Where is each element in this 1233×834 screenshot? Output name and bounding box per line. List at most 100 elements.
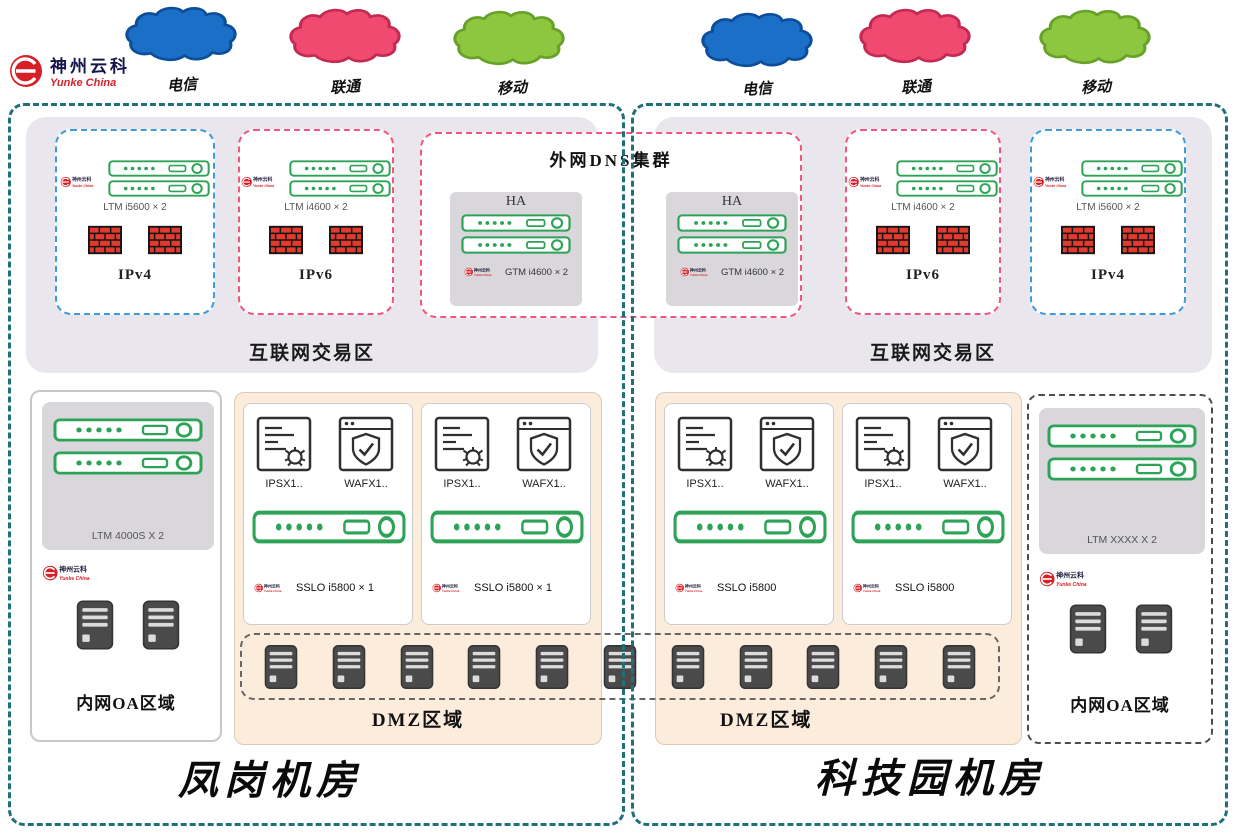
svg-text:Yunke China: Yunke China xyxy=(253,184,274,188)
svg-text:Yunke China: Yunke China xyxy=(59,576,90,582)
firewall-icon xyxy=(876,225,910,255)
waf-icon xyxy=(338,416,394,472)
load-balancer-icon xyxy=(1047,457,1197,481)
sslo-model-label: SSLO i5800 xyxy=(895,582,955,594)
ha-label: HA xyxy=(721,194,743,209)
server-icon xyxy=(535,644,569,690)
server-icon xyxy=(942,644,976,690)
cloud-unicom-right-icon xyxy=(858,8,974,68)
cloud-unicom-left-icon xyxy=(288,8,404,68)
isp-label-telecom-right: 电信 xyxy=(741,80,773,100)
ip-zone-label: IPv6 xyxy=(906,267,940,283)
ltm-panel: LTM XXXX X 2 xyxy=(1039,408,1205,554)
waf-label: WAFX1.. xyxy=(765,478,809,490)
device-model-label: LTM i5600 × 2 xyxy=(103,202,167,213)
ips-label: IPSX1.. xyxy=(443,478,481,490)
server-icon xyxy=(142,598,180,652)
svg-text:神州云科: 神州云科 xyxy=(474,266,490,272)
datacenter-left-name: 凤岗机房 xyxy=(178,758,362,803)
waf-icon xyxy=(759,416,815,472)
firewall-pair xyxy=(1061,225,1155,255)
server-icon xyxy=(332,644,366,690)
sslo-appliance-icon xyxy=(252,510,406,544)
firewall-icon xyxy=(1061,225,1095,255)
sslo-appliance-icon xyxy=(673,510,827,544)
ips-icon xyxy=(256,416,312,472)
server-icon xyxy=(1069,602,1107,656)
firewall-pair xyxy=(88,225,182,255)
server-icon xyxy=(874,644,908,690)
ltm-panel: LTM 4000S X 2 xyxy=(42,402,214,550)
server-icon xyxy=(603,644,637,690)
waf-label: WAFX1.. xyxy=(943,478,987,490)
load-balancer-icon xyxy=(1081,180,1183,197)
svg-text:Yunke China: Yunke China xyxy=(474,273,492,277)
load-balancer-icon xyxy=(108,160,210,177)
appliance-stack xyxy=(289,160,391,197)
firewall-pair xyxy=(269,225,363,255)
svg-text:Yunke China: Yunke China xyxy=(1056,582,1087,588)
firewall-icon xyxy=(269,225,303,255)
load-balancer-icon xyxy=(1081,160,1183,177)
brand-title: 神州云科 xyxy=(50,57,130,76)
waf-label: WAFX1.. xyxy=(522,478,566,490)
ha-label: HA xyxy=(505,194,527,209)
gtm-appliance-icon xyxy=(461,236,571,254)
firewall-icon xyxy=(936,225,970,255)
sslo-appliance-icon xyxy=(851,510,1005,544)
device-model-label: LTM i4600 × 2 xyxy=(284,202,348,213)
svg-text:神州云科: 神州云科 xyxy=(264,582,280,588)
waf-icon xyxy=(516,416,572,472)
svg-text:神州云科: 神州云科 xyxy=(59,565,87,574)
svg-text:神州云科: 神州云科 xyxy=(1045,176,1065,183)
server-icon xyxy=(264,644,298,690)
ips-label: IPSX1.. xyxy=(864,478,902,490)
yunke-logo-small-icon: 神州云科 Yunke China xyxy=(42,558,108,588)
firewall-icon xyxy=(148,225,182,255)
ips-icon xyxy=(677,416,733,472)
load-balancer-icon xyxy=(289,180,391,197)
gtm-appliance-icon xyxy=(461,214,571,232)
appliance-stack xyxy=(108,160,210,197)
oa-zone-right-label: 内网OA区域 xyxy=(1070,696,1170,715)
cloud-telecom-right-icon xyxy=(700,12,816,72)
ips-icon xyxy=(855,416,911,472)
server-icon xyxy=(806,644,840,690)
firewall-icon xyxy=(88,225,122,255)
ip-zone-label: IPv4 xyxy=(118,267,152,283)
server-icon xyxy=(400,644,434,690)
server-icon xyxy=(739,644,773,690)
load-balancer-icon xyxy=(53,418,203,442)
ip-zone-label: IPv4 xyxy=(1091,267,1125,283)
appliance-stack xyxy=(1081,160,1183,197)
internet-zone-right-label: 互联网交易区 xyxy=(869,343,996,364)
firewall-icon xyxy=(329,225,363,255)
gtm-model-label: GTM i4600 × 2 xyxy=(504,266,569,278)
svg-text:神州云科: 神州云科 xyxy=(685,582,701,588)
svg-text:神州云科: 神州云科 xyxy=(72,176,92,183)
gtm-model-label: GTM i4600 × 2 xyxy=(720,266,785,278)
server-icon xyxy=(1135,602,1173,656)
